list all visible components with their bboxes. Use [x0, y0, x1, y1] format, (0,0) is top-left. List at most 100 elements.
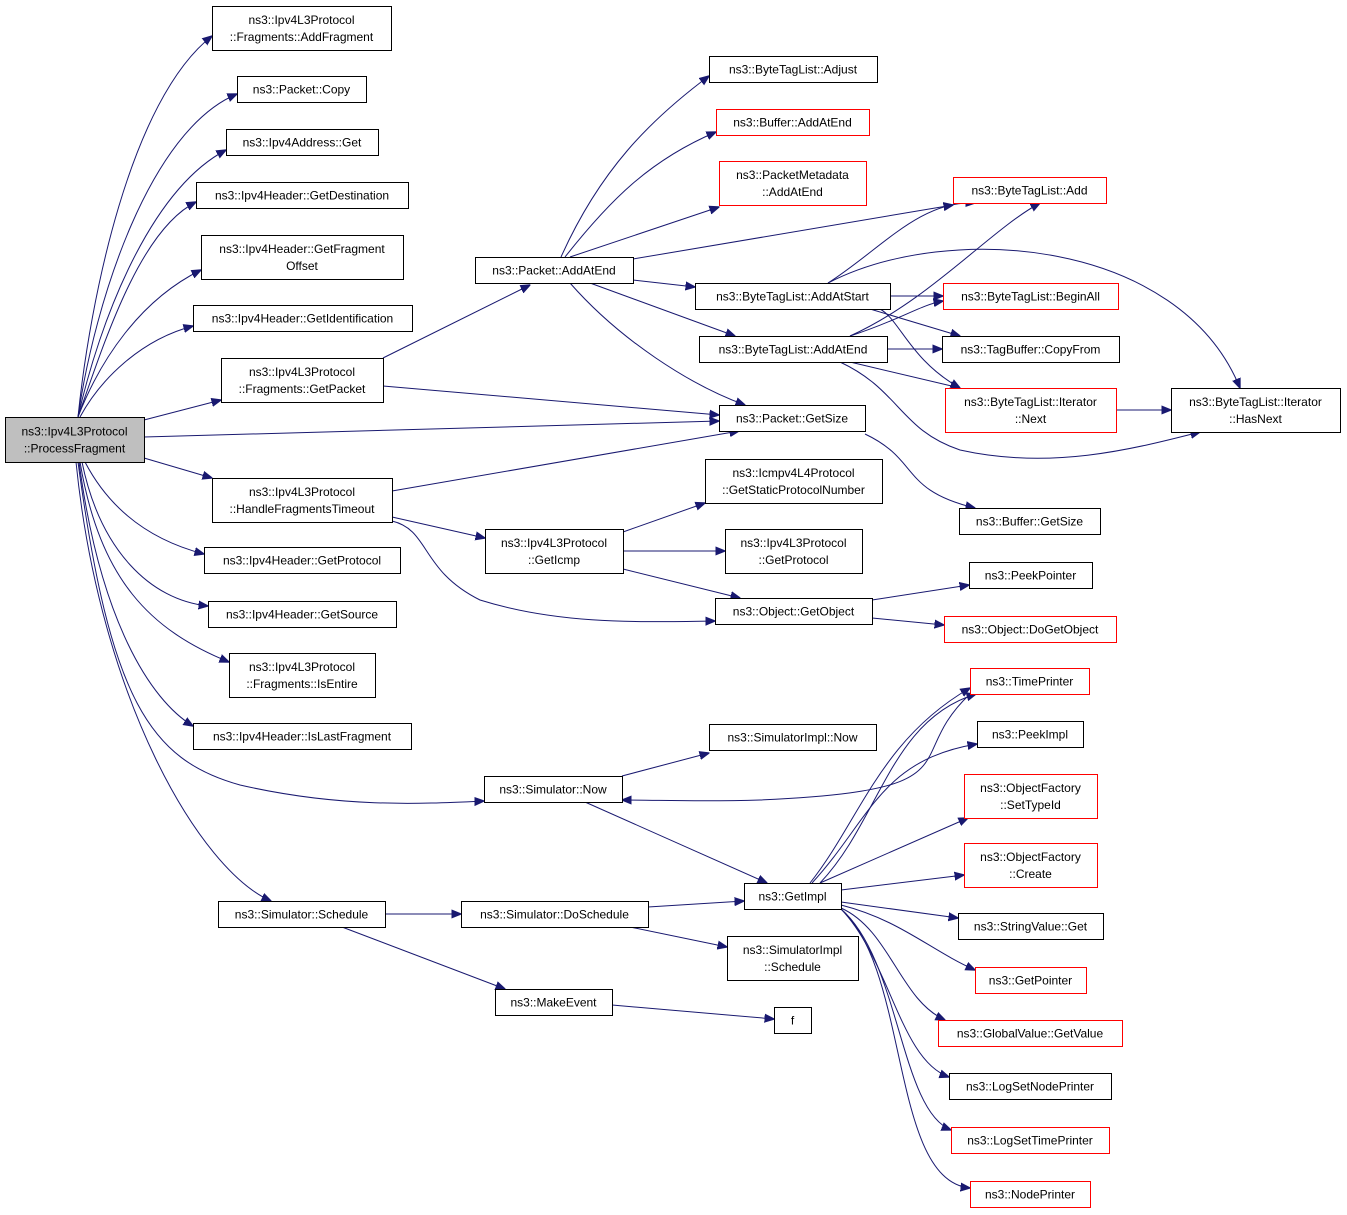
node-bufAddAtEnd[interactable]: ns3::Buffer::AddAtEnd — [716, 109, 870, 136]
node-getIcmp[interactable]: ns3::Ipv4L3Protocol::GetIcmp — [485, 529, 624, 574]
node-simSchedule[interactable]: ns3::Simulator::Schedule — [218, 901, 386, 928]
node-isEntire[interactable]: ns3::Ipv4L3Protocol::Fragments::IsEntire — [229, 653, 376, 698]
node-box — [719, 161, 867, 206]
node-label: ns3::ByteTagList::Iterator — [964, 395, 1097, 409]
node-packetGetSize[interactable]: ns3::Packet::GetSize — [719, 405, 866, 432]
edge-btlAddAtEnd-to-btlIterNext — [849, 361, 960, 388]
edge-root-to-simNow — [77, 461, 484, 803]
edge-simNow-to-getImpl — [584, 801, 767, 883]
node-simImplSchedule[interactable]: ns3::SimulatorImpl::Schedule — [727, 936, 859, 981]
node-label: ::Fragments::IsEntire — [246, 677, 358, 691]
node-packetAddAtEnd[interactable]: ns3::Packet::AddAtEnd — [475, 257, 634, 284]
node-icmpGetStatic[interactable]: ns3::Icmpv4L4Protocol::GetStaticProtocol… — [705, 459, 883, 504]
node-label: ns3::Ipv4L3Protocol — [740, 536, 846, 550]
node-l3GetProtocol[interactable]: ns3::Ipv4L3Protocol::GetProtocol — [725, 529, 863, 574]
node-box — [942, 336, 1120, 363]
edge-root-to-getIdentification — [79, 326, 193, 418]
node-box — [475, 257, 634, 284]
node-btlAdd[interactable]: ns3::ByteTagList::Add — [953, 177, 1107, 204]
edge-root-to-ipv4AddrGet — [77, 150, 226, 418]
node-ofCreate[interactable]: ns3::ObjectFactory::Create — [964, 843, 1098, 888]
node-gvGetValue[interactable]: ns3::GlobalValue::GetValue — [938, 1020, 1123, 1047]
node-simNow[interactable]: ns3::Simulator::Now — [484, 776, 623, 803]
node-ipv4AddrGet[interactable]: ns3::Ipv4Address::Get — [226, 129, 379, 156]
node-getDestination[interactable]: ns3::Ipv4Header::GetDestination — [196, 182, 409, 209]
edge-getIcmp-to-icmpGetStatic — [622, 503, 705, 533]
call-nodes: ns3::Ipv4L3Protocol::ProcessFragmentns3:… — [5, 6, 1341, 1208]
node-simImplNow[interactable]: ns3::SimulatorImpl::Now — [709, 724, 877, 751]
node-getSource[interactable]: ns3::Ipv4Header::GetSource — [208, 601, 397, 628]
node-addFragment[interactable]: ns3::Ipv4L3Protocol::Fragments::AddFragm… — [212, 6, 392, 51]
node-getPointer[interactable]: ns3::GetPointer — [975, 967, 1087, 994]
node-peekImpl[interactable]: ns3::PeekImpl — [977, 721, 1084, 748]
node-root[interactable]: ns3::Ipv4L3Protocol::ProcessFragment — [5, 417, 145, 463]
edge-btlAddAtEnd-to-btlAdd — [849, 203, 1040, 337]
edge-getImpl-to-peekImpl — [811, 744, 977, 884]
node-box — [201, 235, 404, 280]
node-box — [958, 913, 1104, 940]
edge-root-to-fragGetPacket — [143, 400, 221, 421]
edge-packetAddAtEnd-to-btlAdd — [632, 205, 953, 260]
node-label: ns3::StringValue::Get — [974, 920, 1088, 934]
edge-btlAddAtEnd-to-btlIterHasNext — [839, 361, 1200, 459]
node-doGetObject[interactable]: ns3::Object::DoGetObject — [944, 616, 1117, 643]
node-getImpl[interactable]: ns3::GetImpl — [744, 883, 842, 910]
node-btlAddAtEnd[interactable]: ns3::ByteTagList::AddAtEnd — [699, 336, 888, 363]
node-handleFragTimeout[interactable]: ns3::Ipv4L3Protocol::HandleFragmentsTime… — [212, 478, 393, 523]
node-box — [212, 6, 392, 51]
node-tbCopyFrom[interactable]: ns3::TagBuffer::CopyFrom — [942, 336, 1120, 363]
edge-simDoSchedule-to-getImpl — [647, 901, 744, 908]
edge-fragGetPacket-to-packetGetSize — [382, 385, 719, 415]
edge-objGetObject-to-peekPointer — [871, 585, 969, 601]
node-logSetTimePrinter[interactable]: ns3::LogSetTimePrinter — [951, 1127, 1110, 1154]
node-label: ::Next — [1015, 412, 1047, 426]
node-isLastFragment[interactable]: ns3::Ipv4Header::IsLastFragment — [193, 723, 412, 750]
node-ofSetTypeId[interactable]: ns3::ObjectFactory::SetTypeId — [964, 774, 1098, 819]
node-getIdentification[interactable]: ns3::Ipv4Header::GetIdentification — [193, 305, 413, 332]
node-label: ::GetProtocol — [758, 553, 828, 567]
edge-root-to-getDestination — [77, 202, 196, 418]
node-label: ns3::Icmpv4L4Protocol — [732, 466, 854, 480]
node-fragGetPacket[interactable]: ns3::Ipv4L3Protocol::Fragments::GetPacke… — [221, 358, 384, 403]
node-objGetObject[interactable]: ns3::Object::GetObject — [715, 598, 873, 625]
node-box — [204, 547, 401, 574]
node-btlAdjust[interactable]: ns3::ByteTagList::Adjust — [709, 56, 878, 83]
node-getProtocolHdr[interactable]: ns3::Ipv4Header::GetProtocol — [204, 547, 401, 574]
node-peekPointer[interactable]: ns3::PeekPointer — [969, 562, 1093, 589]
node-bufGetSize[interactable]: ns3::Buffer::GetSize — [959, 508, 1101, 535]
node-box — [705, 459, 883, 504]
node-fFunc[interactable]: f — [774, 1007, 812, 1034]
node-timePrinter[interactable]: ns3::TimePrinter — [970, 668, 1090, 695]
node-simDoSchedule[interactable]: ns3::Simulator::DoSchedule — [461, 901, 649, 928]
node-box — [964, 774, 1098, 819]
node-pmAddAtEnd[interactable]: ns3::PacketMetadata::AddAtEnd — [719, 161, 867, 206]
node-nodePrinter[interactable]: ns3::NodePrinter — [970, 1181, 1091, 1208]
node-box — [964, 843, 1098, 888]
edge-simNow-to-simImplNow — [621, 753, 709, 777]
node-box — [943, 283, 1119, 310]
node-box — [461, 901, 649, 928]
node-btlIterNext[interactable]: ns3::ByteTagList::Iterator::Next — [945, 388, 1117, 433]
node-logSetNodePrinter[interactable]: ns3::LogSetNodePrinter — [949, 1073, 1112, 1100]
node-packetCopy[interactable]: ns3::Packet::Copy — [237, 76, 367, 103]
node-btlIterHasNext[interactable]: ns3::ByteTagList::Iterator::HasNext — [1171, 388, 1341, 433]
node-makeEvent[interactable]: ns3::MakeEvent — [495, 989, 613, 1016]
node-label: ::SetTypeId — [1000, 798, 1061, 812]
node-label: ns3::SimulatorImpl — [743, 943, 842, 957]
node-btlBeginAll[interactable]: ns3::ByteTagList::BeginAll — [943, 283, 1119, 310]
node-box — [944, 616, 1117, 643]
edge-btlAddAtStart-to-btlIterHasNext — [827, 248, 1240, 388]
node-label: ns3::Simulator::Schedule — [235, 908, 369, 922]
node-box — [727, 936, 859, 981]
node-svGet[interactable]: ns3::StringValue::Get — [958, 913, 1104, 940]
node-btlAddAtStart[interactable]: ns3::ByteTagList::AddAtStart — [695, 283, 891, 310]
node-box — [959, 508, 1101, 535]
edge-objGetObject-to-doGetObject — [871, 617, 944, 625]
node-box — [212, 478, 393, 523]
edge-getImpl-to-logSetNodePrinter — [840, 908, 949, 1077]
node-box — [709, 56, 878, 83]
edge-btlAddAtEnd-to-btlBeginAll — [849, 301, 943, 337]
edge-getImpl-to-timePrinter — [819, 694, 976, 884]
edge-root-to-getSource — [81, 461, 208, 606]
